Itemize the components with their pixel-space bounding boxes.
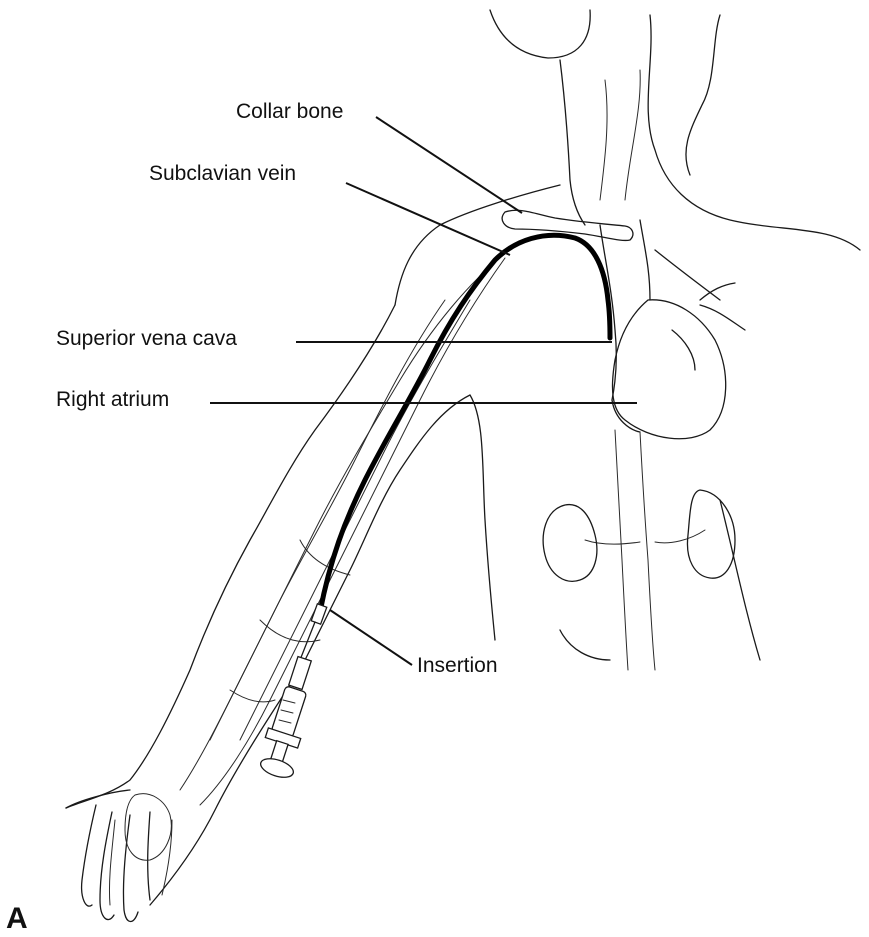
heart-and-vessels [585,220,745,670]
leader-collar-bone [376,117,522,213]
leader-subclavian-vein [346,183,510,255]
label-superior-vena-cava: Superior vena cava [56,328,237,349]
torso-outline [395,185,760,660]
panel-letter: A [6,904,28,934]
label-collar-bone: Collar bone [236,101,343,122]
leader-insertion [330,610,412,665]
kidneys [543,490,735,581]
head-neck-outline [490,10,860,250]
label-subclavian-vein: Subclavian vein [149,163,296,184]
label-insertion: Insertion [417,655,498,676]
syringe-icon [258,604,326,781]
label-right-atrium: Right atrium [56,389,169,410]
